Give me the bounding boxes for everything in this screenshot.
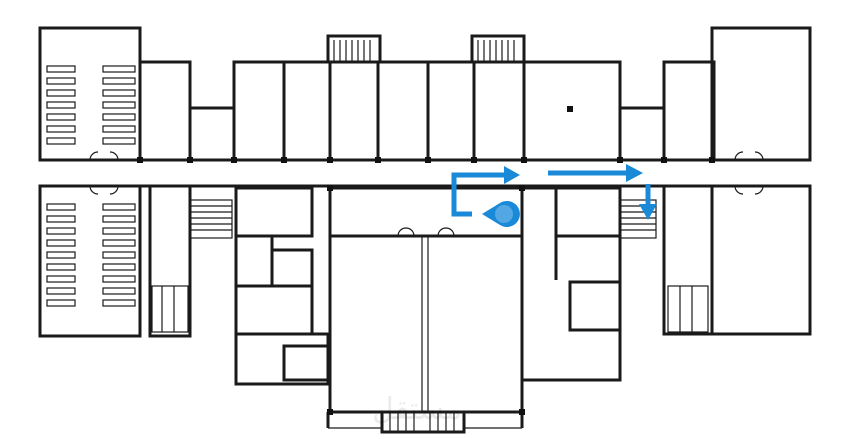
balcony-left (326, 34, 382, 64)
structural-columns (137, 106, 715, 415)
arrow-icon (639, 204, 657, 220)
top-rooms (138, 34, 716, 162)
left-service-block (148, 184, 233, 338)
navigation-route (451, 164, 657, 220)
desk-rows-bottom-left (46, 203, 136, 307)
balcony-right (470, 34, 526, 64)
watermark: مستقل (372, 392, 462, 427)
right-wing (710, 26, 812, 336)
entrance-stairs (380, 410, 466, 434)
arrow-icon (504, 166, 520, 184)
location-pin-icon[interactable] (482, 201, 520, 227)
desk-rows-top-left (46, 65, 136, 145)
route-segment-1 (451, 172, 506, 217)
left-wing (38, 26, 142, 338)
right-center-block (520, 186, 657, 382)
right-service-block (662, 184, 714, 336)
arrow-icon (626, 164, 643, 182)
